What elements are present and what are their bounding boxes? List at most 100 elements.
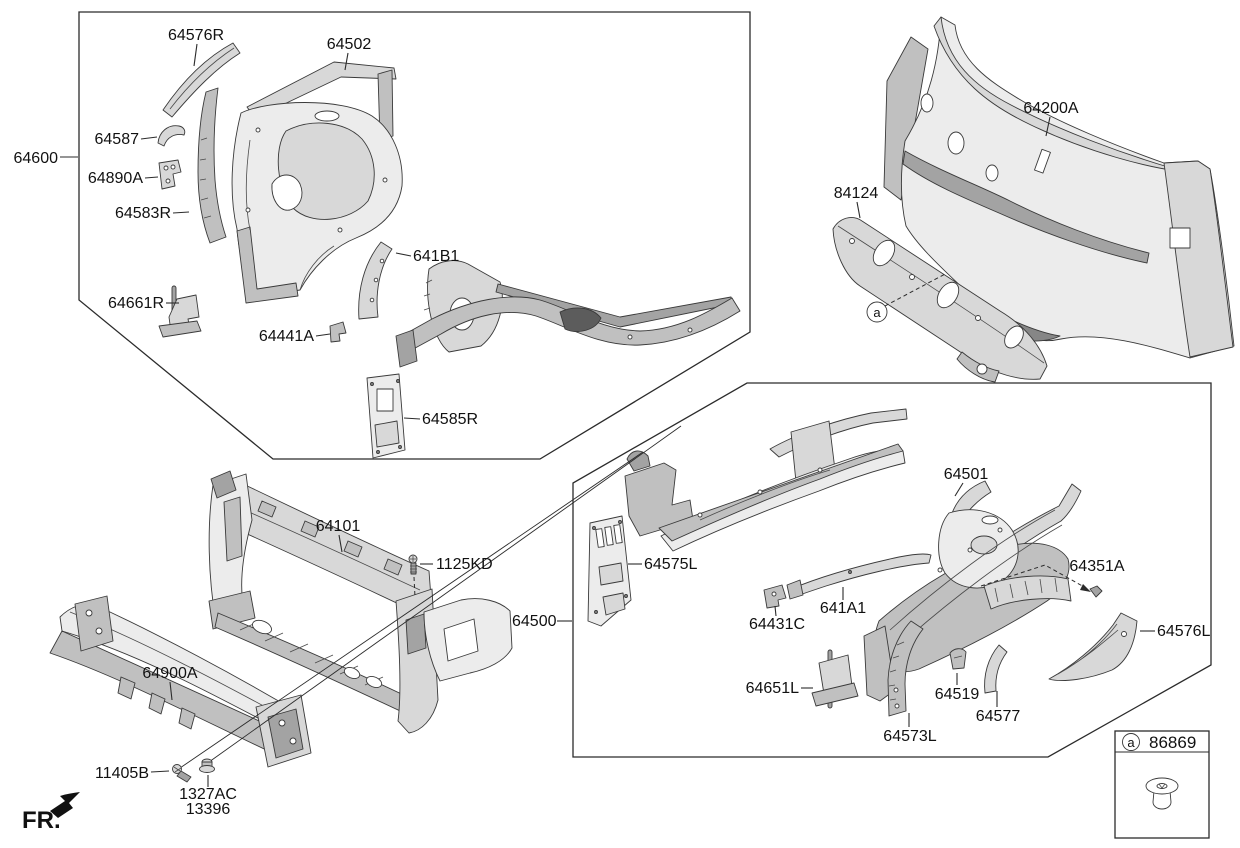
callout-64101-label[interactable]: 64101 (316, 518, 361, 535)
part-64576L-reinforcement (1048, 612, 1138, 681)
part-64441A-bracket (329, 321, 347, 343)
callout-64576L[interactable]: 64576L (1140, 623, 1210, 640)
part-side-member-rh (395, 260, 741, 368)
callout-64500-label[interactable]: 64500 (512, 613, 557, 630)
callout-64587-label[interactable]: 64587 (95, 131, 140, 148)
callout-64519[interactable]: 64519 (935, 673, 980, 703)
legend-part-number[interactable]: 86869 (1149, 733, 1196, 752)
callout-13396-label[interactable]: 13396 (186, 801, 231, 818)
front-label: FR. (22, 807, 61, 834)
callout-64519-label[interactable]: 64519 (935, 686, 980, 703)
callout-64575L-label[interactable]: 64575L (644, 556, 697, 573)
front-arrow-icon (50, 792, 80, 818)
part-64502-wheelhouse (231, 61, 403, 304)
callout-64431C[interactable]: 64431C (749, 605, 805, 633)
callout-64900A[interactable]: 64900A (142, 665, 198, 701)
callout-64576L-label[interactable]: 64576L (1157, 623, 1210, 640)
callout-64651L[interactable]: 64651L (746, 680, 813, 697)
part-64890A-bracket (158, 159, 182, 190)
detail-marker-a: a (866, 272, 948, 323)
callout-11405B[interactable]: 11405B (95, 765, 170, 782)
callout-64576R-label[interactable]: 64576R (168, 27, 224, 44)
part-side-member-lh (624, 408, 908, 552)
callouts-layer: 64600 64576R 64502 64587 64890A 64583R 6… (14, 27, 1211, 818)
fastener-1327AC-nut-icon (199, 758, 215, 773)
callout-13396[interactable]: 13396 (186, 801, 231, 818)
callout-64900A-label[interactable]: 64900A (142, 665, 197, 682)
part-64431C-bracket (763, 584, 787, 609)
part-64587-bracket (157, 125, 186, 147)
callout-64583R-label[interactable]: 64583R (115, 205, 171, 222)
callout-641A1[interactable]: 641A1 (820, 587, 866, 617)
part-64651L-bracket (811, 649, 859, 709)
alignment-lines (179, 425, 682, 769)
fastener-11405B-bolt-icon (172, 764, 192, 783)
callout-64200A[interactable]: 64200A (1023, 100, 1079, 137)
part-64501-wheelhouse (863, 480, 1082, 702)
part-64577-reinforcement (984, 644, 1008, 694)
fastener-1125KD-bolt-icon (408, 554, 418, 598)
callout-64600[interactable]: 64600 (14, 150, 79, 167)
callout-64441A[interactable]: 64441A (259, 328, 331, 345)
callout-64577-label[interactable]: 64577 (976, 708, 1021, 725)
callout-64431C-label[interactable]: 64431C (749, 616, 805, 633)
part-64583R-panel (197, 87, 227, 244)
assembly-box-64600 (78, 11, 751, 460)
callout-64351A-label[interactable]: 64351A (1069, 558, 1124, 575)
callout-84124[interactable]: 84124 (834, 185, 879, 219)
callout-1125KD[interactable]: 1125KD (420, 556, 493, 573)
callout-11405B-label[interactable]: 11405B (95, 765, 149, 782)
callout-64501-label[interactable]: 64501 (944, 466, 989, 483)
callout-64585R[interactable]: 64585R (403, 411, 478, 428)
callout-64501[interactable]: 64501 (944, 466, 989, 497)
assembly-box-64500 (572, 382, 1212, 758)
detail-marker-a-label: a (873, 305, 881, 320)
legend-ref-circle (1122, 733, 1140, 751)
callout-1327AC-label[interactable]: 1327AC (179, 786, 237, 803)
callout-64441A-label[interactable]: 64441A (259, 328, 314, 345)
callout-64661R-label[interactable]: 64661R (108, 295, 164, 312)
callout-64576R[interactable]: 64576R (168, 27, 224, 67)
callout-64351A[interactable]: 64351A (980, 558, 1125, 592)
callout-64575L[interactable]: 64575L (628, 556, 697, 573)
part-84124-insulator (832, 217, 1048, 383)
assembly-64600-outline (78, 11, 751, 460)
part-641A1-member (786, 553, 932, 600)
callout-64500[interactable]: 64500 (512, 613, 572, 630)
callout-64573L[interactable]: 64573L (883, 713, 937, 745)
callout-641A1-label[interactable]: 641A1 (820, 600, 866, 617)
callout-64101[interactable]: 64101 (316, 518, 361, 553)
callout-64890A[interactable]: 64890A (88, 170, 159, 187)
front-direction-marker: FR. (22, 792, 80, 834)
callout-64587[interactable]: 64587 (95, 131, 158, 148)
callout-641B1-label[interactable]: 641B1 (413, 248, 459, 265)
callout-64651L-label[interactable]: 64651L (746, 680, 799, 697)
callout-84124-label[interactable]: 84124 (834, 185, 879, 202)
part-64101-radiator-support (208, 470, 513, 734)
part-64351A-clip (1089, 585, 1103, 598)
callout-641B1[interactable]: 641B1 (395, 248, 459, 265)
legend-box: a 86869 (1114, 730, 1210, 839)
callout-64585R-label[interactable]: 64585R (422, 411, 478, 428)
part-64576R-reinforcement (162, 42, 241, 118)
part-641B1-extension (358, 241, 393, 320)
callout-64200A-label[interactable]: 64200A (1023, 100, 1078, 117)
part-64575L-plate (587, 515, 632, 627)
part-64661R-bracket (158, 285, 202, 338)
callout-1327AC[interactable]: 1327AC (179, 775, 237, 803)
callout-64502[interactable]: 64502 (327, 36, 372, 71)
part-64573L-panel (887, 620, 924, 717)
callout-64573L-label[interactable]: 64573L (883, 728, 936, 745)
callout-64583R[interactable]: 64583R (115, 205, 190, 222)
part-64585R-plate (366, 373, 406, 459)
assembly-64500-outline (572, 382, 1212, 758)
part-64900A-bumper-beam (49, 595, 312, 768)
callout-64577[interactable]: 64577 (976, 691, 1021, 725)
callout-64890A-label[interactable]: 64890A (88, 170, 143, 187)
callout-64600-label[interactable]: 64600 (14, 150, 59, 167)
callout-1125KD-label[interactable]: 1125KD (436, 556, 493, 573)
callout-64661R[interactable]: 64661R (108, 295, 179, 312)
callout-64502-label[interactable]: 64502 (327, 36, 372, 53)
